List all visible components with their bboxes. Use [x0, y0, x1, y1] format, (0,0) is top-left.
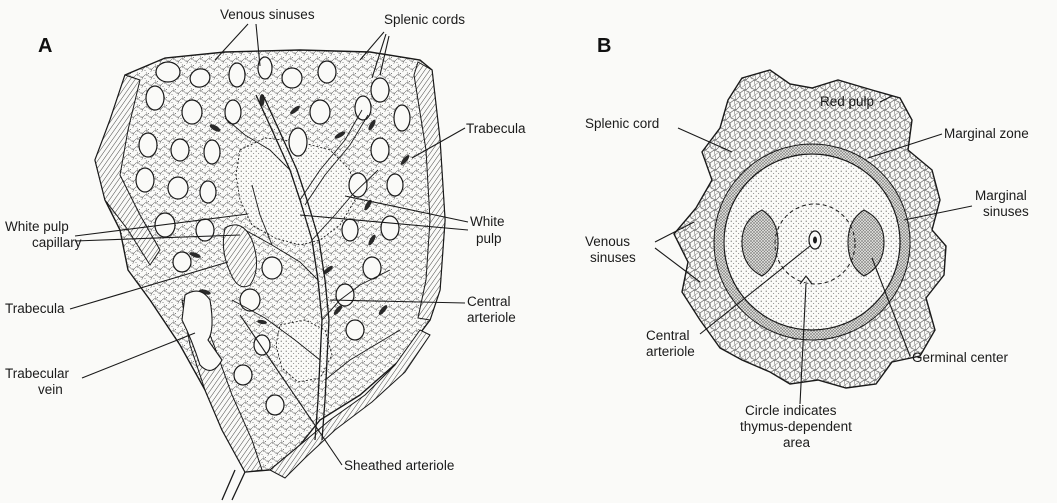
venous-sinus: [282, 68, 302, 88]
label-circle-note-3: area: [783, 435, 811, 450]
venous-sinus: [182, 100, 202, 124]
venous-sinus: [168, 177, 188, 199]
label-white-pulp-1: White: [470, 214, 505, 229]
venous-sinus: [200, 181, 216, 203]
venous-sinus: [371, 78, 389, 102]
venous-sinus: [336, 284, 354, 306]
label-trabecular-vein-1: Trabecular: [5, 366, 70, 381]
label-splenic-cord: Splenic cord: [585, 116, 659, 131]
label-venous-sinuses-b-1: Venous: [585, 234, 630, 249]
label-marginal-zone: Marginal zone: [944, 126, 1029, 141]
label-trabecular-vein-2: vein: [38, 382, 63, 397]
venous-sinus: [146, 86, 164, 110]
venous-sinus: [258, 57, 272, 79]
venous-sinus: [394, 105, 410, 131]
central-arteriole-lumen: [813, 237, 817, 244]
venous-sinus: [139, 133, 157, 157]
panel-b: B Red pulp Splenic cord Marginal zone Ma…: [585, 35, 1029, 450]
label-central-arteriole-b-1: Central: [646, 328, 690, 343]
vessel-tail: [222, 470, 245, 500]
venous-sinus: [346, 320, 364, 340]
venous-sinus: [318, 61, 336, 83]
venous-sinus: [349, 173, 367, 197]
label-venous-sinuses: Venous sinuses: [220, 7, 315, 22]
venous-sinus: [136, 168, 154, 192]
venous-sinus: [342, 219, 358, 241]
label-white-pulp-2: pulp: [476, 231, 502, 246]
venous-sinus: [196, 219, 214, 241]
label-circle-note-1: Circle indicates: [745, 403, 837, 418]
venous-sinus: [355, 96, 371, 120]
panel-a-letter: A: [38, 35, 52, 57]
label-circle-note-2: thymus-dependent: [740, 419, 852, 434]
venous-sinus: [387, 174, 403, 196]
panel-b-letter: B: [597, 35, 611, 57]
label-marginal-sinuses-1: Marginal: [975, 188, 1027, 203]
venous-sinus: [262, 257, 282, 279]
panel-a: A: [5, 7, 526, 500]
venous-sinus: [310, 100, 330, 124]
venous-sinus: [289, 128, 307, 156]
label-central-arteriole-2: arteriole: [467, 310, 516, 325]
label-marginal-sinuses-2: sinuses: [983, 204, 1029, 219]
venous-sinus: [171, 139, 189, 161]
label-sheathed-arteriole: Sheathed arteriole: [344, 458, 454, 473]
venous-sinus: [173, 252, 191, 272]
label-central-arteriole-1: Central: [467, 294, 511, 309]
label-red-pulp: Red pulp: [820, 94, 874, 109]
venous-sinus: [240, 289, 260, 311]
label-trabecula-left: Trabecula: [5, 301, 65, 316]
venous-sinus: [204, 140, 220, 164]
venous-sinus: [234, 365, 252, 385]
label-white-pulp-capillary-1: White pulp: [5, 219, 69, 234]
label-venous-sinuses-b-2: sinuses: [590, 250, 636, 265]
venous-sinus: [254, 335, 270, 355]
label-germinal-center: Germinal center: [912, 350, 1009, 365]
venous-sinus: [266, 395, 284, 415]
label-trabecula-top: Trabecula: [466, 121, 526, 136]
venous-sinus: [156, 62, 180, 82]
label-white-pulp-capillary-2: capillary: [32, 235, 82, 250]
label-splenic-cords: Splenic cords: [384, 12, 465, 27]
label-central-arteriole-b-2: arteriole: [646, 344, 695, 359]
venous-sinus: [371, 138, 389, 162]
venous-sinus: [229, 63, 245, 87]
venous-sinus: [381, 216, 399, 240]
